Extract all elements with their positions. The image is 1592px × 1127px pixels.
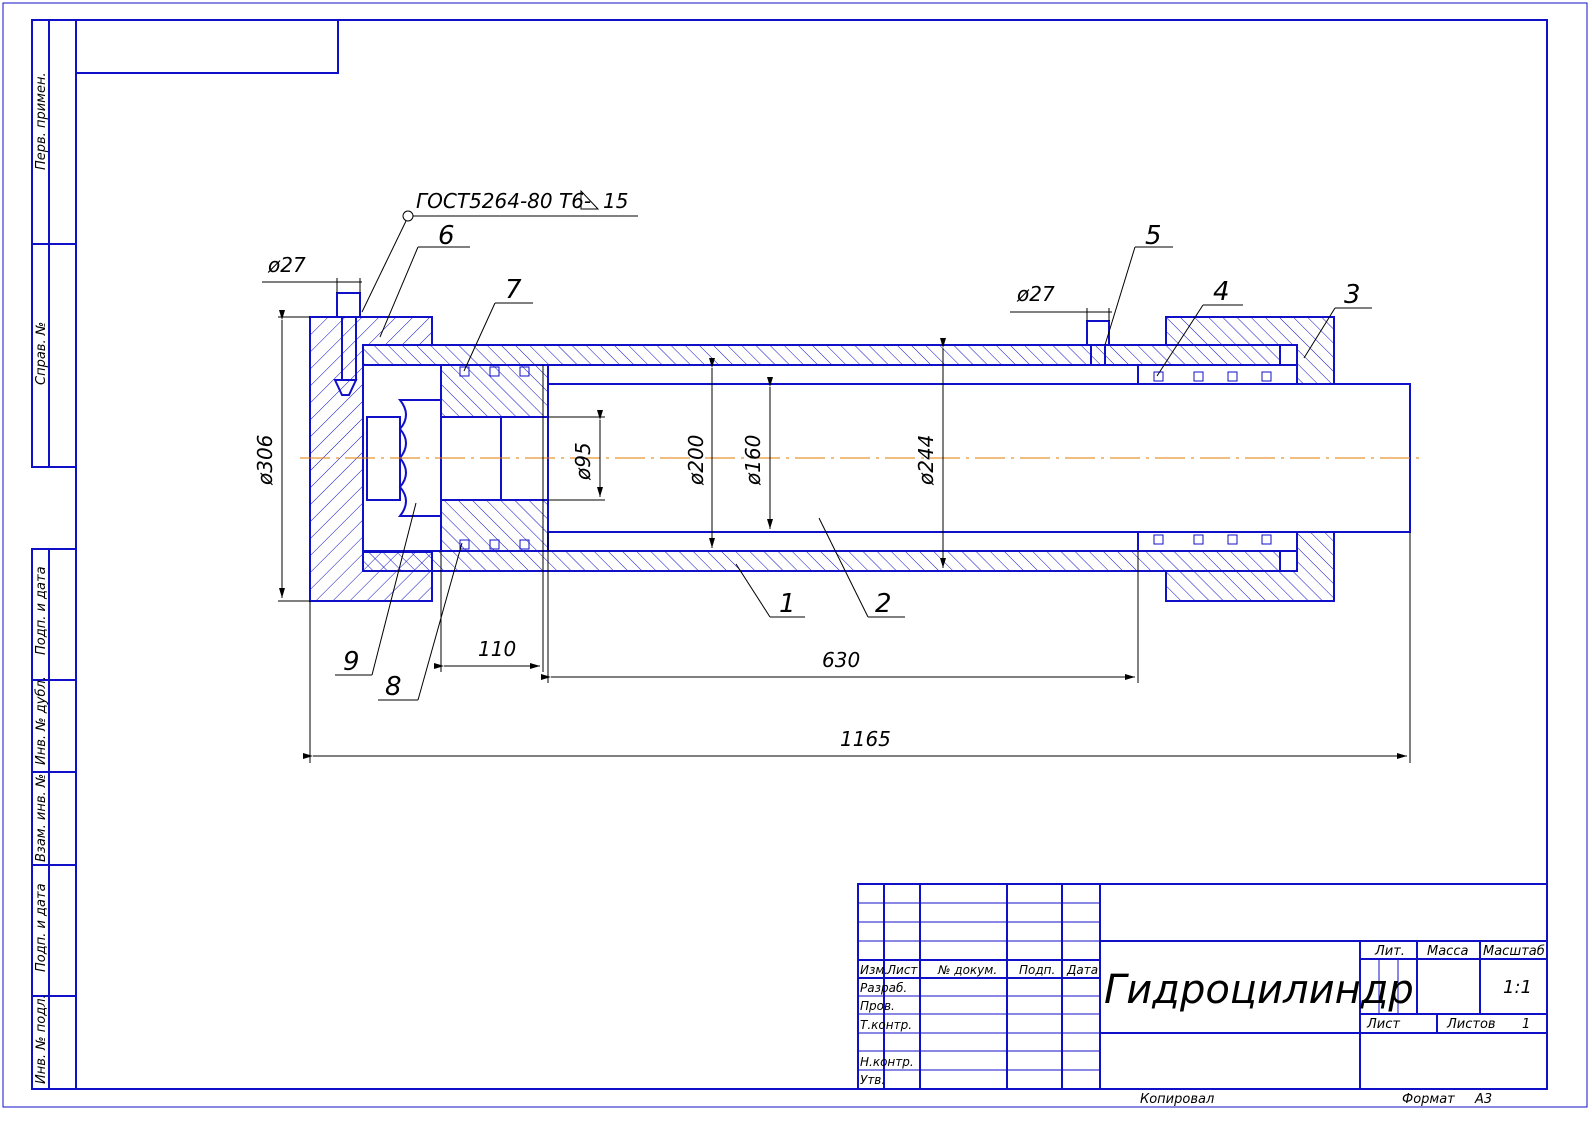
callout-2: 2	[875, 589, 892, 619]
gland-seals	[1153, 371, 1272, 545]
callout-3: 3	[1344, 280, 1361, 310]
callout-8: 8	[385, 672, 402, 702]
tb-list: Лист	[886, 963, 918, 977]
tb-lit: Лит.	[1374, 944, 1405, 959]
tb-massa: Масса	[1427, 944, 1468, 959]
callout-5: 5	[1145, 221, 1162, 251]
tb-scale: 1:1	[1503, 977, 1532, 998]
dim-d306: ø306	[253, 435, 277, 486]
rear-port-fitting	[336, 292, 361, 318]
tb-listov-label: Листов	[1446, 1017, 1496, 1032]
left-sidebar: Перв. примен. Справ. № Подп. и дата Инв.…	[31, 19, 77, 1090]
callout-1: 1	[779, 589, 796, 619]
title-block: Изм. Лист № докум. Подп. Дата Разраб. Пр…	[857, 883, 1548, 1090]
sidebar-vzam-inv: Взам. инв. №	[34, 774, 49, 862]
sheet-trim	[2, 2, 1588, 1108]
callout-6: 6	[438, 221, 455, 251]
sidebar-podp-data-2: Подп. и дата	[34, 883, 49, 972]
dim-d27-left: ø27	[267, 253, 306, 277]
piston-nut	[397, 399, 442, 517]
dim-l110: 110	[478, 637, 516, 661]
piston-top	[440, 364, 549, 418]
tb-title: Гидроцилиндр	[1104, 967, 1414, 1013]
dim-d200: ø200	[684, 435, 708, 486]
tb-n-dokum: № докум.	[937, 963, 997, 977]
callout-7: 7	[505, 275, 522, 305]
footer-format: A3	[1474, 1092, 1492, 1107]
dim-l1165: 1165	[840, 727, 891, 751]
top-left-stamp	[75, 19, 339, 74]
weld-note: ГОСТ5264-80 Т6-	[416, 189, 591, 213]
dim-d244: ø244	[914, 435, 938, 486]
sidebar-podp-data-1: Подп. и дата	[34, 566, 49, 655]
callout-4: 4	[1213, 277, 1230, 307]
callouts: ГОСТ5264-80 Т6- 15 6 7 5 4 3 1 2	[335, 189, 1372, 702]
tb-utv: Утв.	[860, 1073, 885, 1087]
dim-d160: ø160	[741, 435, 765, 486]
weld-leg: 15	[603, 189, 628, 213]
sidebar-perv-primen: Перв. примен.	[34, 72, 49, 170]
front-port-channel	[1090, 344, 1106, 366]
footer-format-label: Формат	[1402, 1092, 1455, 1107]
tb-nkontr: Н.контр.	[860, 1055, 914, 1069]
weld-fillet-symbol	[580, 189, 600, 210]
piston-seals	[459, 366, 530, 550]
tb-tkontr: Т.контр.	[860, 1018, 912, 1032]
tb-list-label: Лист	[1366, 1017, 1400, 1032]
dim-d95: ø95	[571, 442, 595, 481]
dim-l630: 630	[822, 648, 860, 672]
sidebar-inv-dubl: Инв. № дубл.	[34, 676, 49, 765]
cylinder-drawing	[300, 292, 1420, 602]
barrel-top-wall	[362, 344, 1281, 366]
tb-masshtab: Масштаб	[1483, 944, 1545, 959]
dim-d27-right: ø27	[1016, 282, 1055, 306]
tb-razrab: Разраб.	[860, 981, 907, 995]
tb-prov: Пров.	[860, 999, 895, 1013]
sidebar-inv-podl: Инв. № подл.	[34, 994, 49, 1084]
tb-izm: Изм.	[860, 963, 888, 977]
sidebar-sprav-no: Справ. №	[34, 322, 49, 385]
barrel-bottom-wall	[362, 550, 1281, 572]
footer-kopiroval: Копировал	[1140, 1092, 1214, 1107]
callout-9: 9	[343, 647, 360, 677]
tb-data: Дата	[1066, 963, 1098, 977]
dimensions: ø306 ø27 ø27 ø95 ø200 ø160 ø244 110	[253, 253, 1411, 763]
tb-listov: 1	[1522, 1017, 1530, 1032]
piston-bottom	[440, 499, 549, 552]
tb-podp: Подп.	[1019, 963, 1055, 977]
